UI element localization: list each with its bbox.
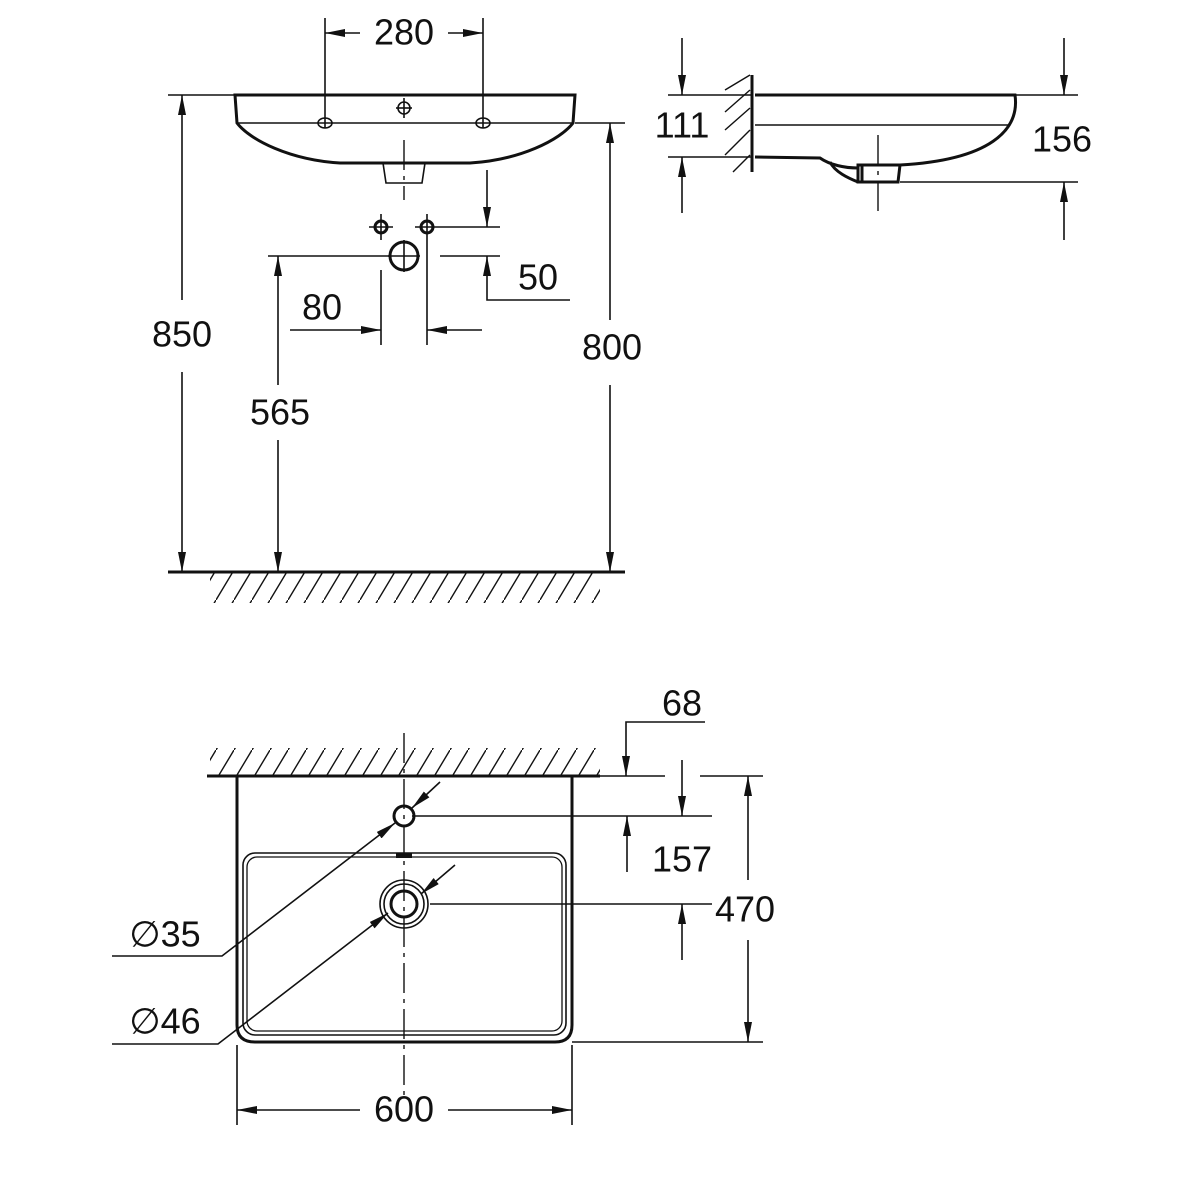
dim-diameter-35: ∅35 <box>129 914 200 955</box>
dim-800: 800 <box>582 327 642 368</box>
floor-hatch <box>210 573 600 603</box>
dim-50: 50 <box>518 257 558 298</box>
supply-waste-connections <box>369 214 439 345</box>
basin-front-outline <box>233 93 577 165</box>
dim-80: 80 <box>302 287 342 328</box>
basin-side-outline <box>754 93 1018 184</box>
dim-156: 156 <box>1032 119 1092 160</box>
side-view: 111 156 <box>655 38 1092 240</box>
dim-600: 600 <box>374 1089 434 1130</box>
wall-hatch-top <box>210 748 600 776</box>
top-view: 68 157 470 ∅35 ∅46 600 <box>112 683 775 1130</box>
dim-111: 111 <box>655 105 710 146</box>
front-view: 280 850 800 50 80 565 <box>152 12 642 603</box>
dim-diameter-46: ∅46 <box>129 1001 200 1042</box>
drain-tail <box>382 162 426 184</box>
dim-280: 280 <box>374 12 434 53</box>
dim-68: 68 <box>662 683 702 724</box>
dim-850: 850 <box>152 314 212 355</box>
dim-470: 470 <box>715 889 775 930</box>
dim-157: 157 <box>652 839 712 880</box>
drain <box>379 879 429 929</box>
wall-hatch <box>724 74 751 173</box>
basin-top-outline <box>235 776 574 1044</box>
dim-565: 565 <box>250 392 310 433</box>
